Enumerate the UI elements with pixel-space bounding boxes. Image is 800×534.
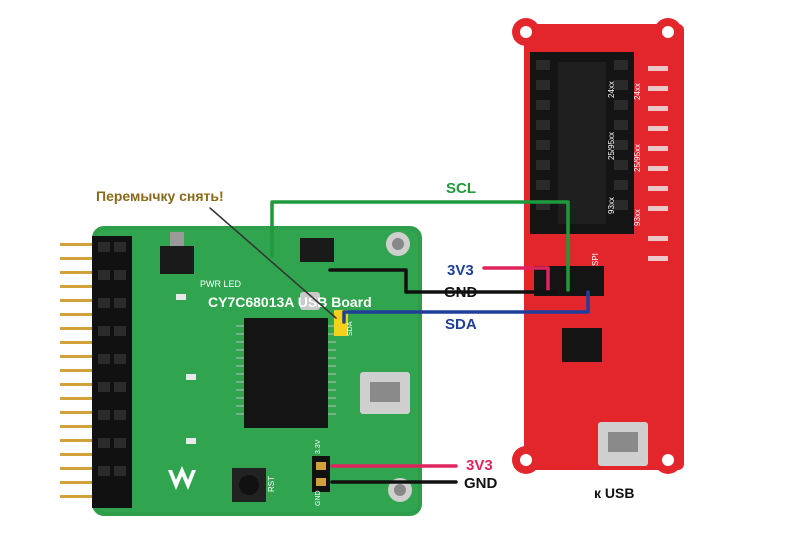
v33-top-label: 3V3 (447, 263, 474, 278)
remove-jumper-note: Перемычку снять! (96, 189, 224, 203)
chip-93xx-right-label: 93xx (633, 209, 642, 226)
chip-24xx-label: 24xx (607, 81, 616, 98)
red-board: 24xx 25/95xx 93xx 24xx 25/95xx 93xx SPI (512, 18, 684, 474)
sda-label: SDA (445, 317, 477, 332)
chip-25xx-right-label: 25/95xx (633, 144, 642, 172)
usb-label: к USB (594, 486, 634, 500)
gnd-top-label: GND (444, 285, 477, 300)
gnd-bottom-label: GND (464, 476, 497, 491)
board-title: CY7C68013A USB Board (208, 294, 372, 310)
chip-25xx-label: 25/95xx (607, 132, 616, 160)
gnd-pin-label: GND (315, 490, 322, 506)
sda-jumper-label: SDA (347, 321, 354, 336)
chip-93xx-label: 93xx (607, 197, 616, 214)
rst-label: RST (267, 476, 276, 492)
v33-bottom-label: 3V3 (466, 458, 493, 473)
pwr-led-label: PWR LED (200, 279, 242, 289)
spi-label: SPI (591, 253, 600, 266)
chip-24xx-right-label: 24xx (633, 83, 642, 100)
scl-label: SCL (446, 181, 476, 196)
v33-pin-label: 3.3V (315, 439, 322, 454)
